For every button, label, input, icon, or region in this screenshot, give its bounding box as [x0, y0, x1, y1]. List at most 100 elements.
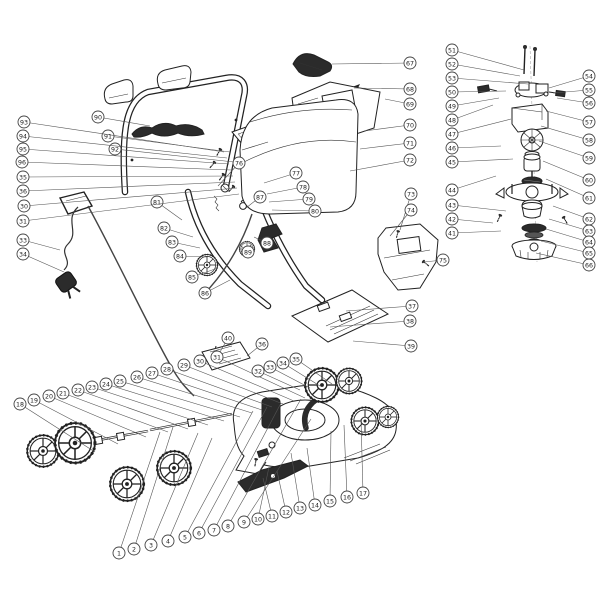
- callout-number: 31: [213, 354, 221, 361]
- upper-handlebar: [120, 74, 248, 196]
- callout-circle: [144, 538, 158, 552]
- callout-number: 89: [244, 249, 252, 256]
- rear-axle-rod: [149, 412, 233, 432]
- callout-10: 10: [251, 466, 270, 526]
- callout-circle: [289, 166, 303, 180]
- leader-line: [329, 430, 332, 502]
- callout-number: 56: [585, 100, 593, 107]
- leader-line: [136, 376, 253, 414]
- leader-line: [451, 97, 500, 107]
- carbon-brush-left: [476, 84, 498, 94]
- leader-line: [22, 175, 234, 178]
- callout-number: 5: [183, 534, 187, 541]
- leader-line: [114, 148, 235, 163]
- leader-line: [451, 204, 507, 212]
- callout-85: 85: [185, 267, 219, 284]
- callout-number: 54: [585, 73, 593, 80]
- callout-circle: [241, 245, 255, 259]
- carbon-brush-right: [548, 89, 566, 98]
- callout-61: 61: [545, 178, 596, 205]
- callout-circle: [17, 199, 31, 213]
- callout-17: 17: [356, 418, 370, 500]
- callout-number: 19: [30, 397, 38, 404]
- cord-clamp-plate: [58, 191, 94, 215]
- callout-54: 54: [548, 69, 596, 89]
- callout-number: 43: [448, 202, 456, 209]
- callout-70: 70: [363, 118, 417, 132]
- callout-89: 89: [239, 244, 255, 259]
- switch-lever: [131, 122, 205, 138]
- callout-2: 2: [127, 426, 174, 556]
- callout-81: 81: [150, 195, 183, 221]
- callout-number: 41: [448, 230, 456, 237]
- callout-circle: [16, 214, 30, 228]
- handle-grip-left: [103, 79, 134, 105]
- callout-circle: [340, 490, 354, 504]
- callout-circle: [112, 546, 126, 560]
- callout-number: 63: [585, 228, 593, 235]
- callout-59: 59: [538, 140, 596, 165]
- callout-circle: [71, 383, 85, 397]
- callout-number: 15: [326, 498, 334, 505]
- callout-number: 91: [104, 133, 112, 140]
- callout-number: 52: [448, 61, 456, 68]
- callout-number: 71: [406, 140, 414, 147]
- callout-18: 18: [13, 397, 96, 453]
- callout-20: 20: [42, 389, 147, 438]
- callout-45: 45: [445, 155, 514, 169]
- callout-circle: [582, 83, 596, 97]
- callout-circle: [403, 136, 417, 150]
- callout-number: 24: [102, 381, 110, 388]
- leader-line: [343, 424, 348, 498]
- cluster-screw-1: [214, 146, 224, 158]
- callout-circle: [308, 204, 322, 218]
- leader-line: [22, 148, 230, 165]
- callout-circle: [405, 299, 419, 313]
- leader-line: [119, 380, 241, 418]
- callout-circle: [177, 358, 191, 372]
- callout-number: 60: [585, 177, 593, 184]
- leader-line: [105, 383, 225, 422]
- callout-71: 71: [359, 136, 417, 150]
- callout-circle: [404, 203, 418, 217]
- callout-number: 87: [256, 194, 264, 201]
- callout-number: 66: [585, 262, 593, 269]
- callout-number: 33: [19, 237, 27, 244]
- leader-line: [360, 418, 364, 494]
- leader-line: [451, 77, 529, 85]
- leader-line: [545, 178, 590, 199]
- callout-number: 83: [168, 239, 176, 246]
- callout-number: 2: [132, 546, 136, 553]
- callout-circle: [150, 195, 164, 209]
- callout-number: 8: [226, 523, 230, 530]
- leader-line: [243, 418, 312, 523]
- callout-number: 70: [406, 122, 414, 129]
- callout-27: 27: [145, 366, 263, 411]
- callout-number: 85: [188, 274, 196, 281]
- leader-line: [183, 364, 284, 405]
- callout-circle: [308, 498, 322, 512]
- callout-63: 63: [548, 218, 596, 238]
- motor-top-bracket: [514, 81, 549, 98]
- motor-screw-left: [494, 212, 504, 224]
- callout-number: 48: [448, 117, 456, 124]
- callout-circle: [255, 337, 269, 351]
- callout-30: 30: [17, 187, 238, 213]
- callout-16: 16: [340, 424, 354, 504]
- leader-line: [21, 161, 232, 171]
- leader-line: [151, 372, 263, 411]
- callout-25: 25: [113, 374, 241, 418]
- cover-grip-handle: [292, 53, 333, 77]
- callout-circle: [445, 226, 459, 240]
- callout-34: 34: [16, 247, 65, 273]
- callout-circle: [582, 258, 596, 272]
- callout-number: 28: [163, 366, 171, 373]
- handle-grip-right: [156, 65, 192, 91]
- callout-number: 36: [19, 188, 27, 195]
- callout-number: 18: [16, 401, 24, 408]
- callout-number: 92: [111, 146, 119, 153]
- callout-number: 65: [585, 250, 593, 257]
- callout-38: 38: [329, 314, 417, 328]
- callout-35: 35: [16, 170, 234, 184]
